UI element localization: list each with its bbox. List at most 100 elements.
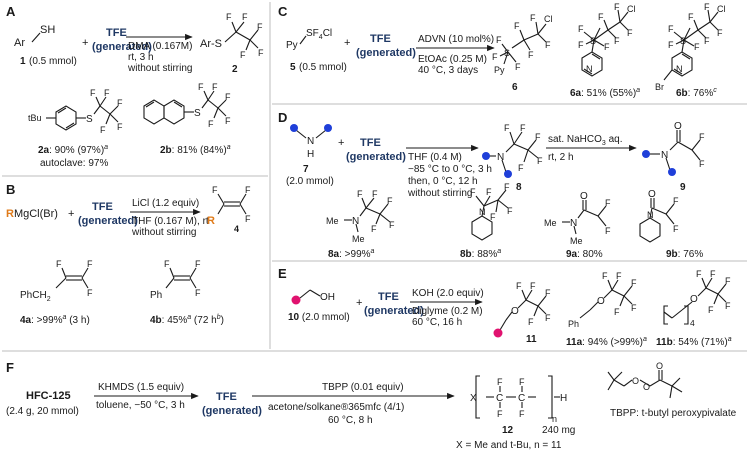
svg-text:F: F bbox=[699, 132, 705, 142]
svg-text:F: F bbox=[497, 377, 503, 387]
svg-text:F: F bbox=[198, 82, 204, 92]
cond-e-1: KOH (2.0 equiv) bbox=[412, 288, 484, 299]
svg-text:N: N bbox=[479, 207, 486, 217]
svg-text:F: F bbox=[614, 307, 620, 317]
plus-b: + bbox=[68, 208, 74, 220]
svg-text:F: F bbox=[492, 52, 498, 62]
svg-text:Cl: Cl bbox=[544, 14, 553, 24]
yield-11a: 11a: 94% (>99%)a bbox=[566, 336, 647, 348]
svg-text:S: S bbox=[590, 36, 596, 46]
product-ars: Ar-S bbox=[200, 38, 222, 50]
svg-text:F: F bbox=[688, 12, 694, 22]
label-phch2: PhCH2 bbox=[20, 290, 51, 303]
svg-text:O: O bbox=[511, 306, 519, 317]
cond-d-5: sat. NaHCO3 aq. bbox=[548, 134, 623, 147]
panel-b: B RMgCl(Br) + TFE (generated) LiCl (1.2 … bbox=[6, 182, 251, 326]
svg-text:n: n bbox=[552, 414, 557, 424]
mass-12: 240 mg bbox=[542, 425, 575, 436]
note-12: X = Me and t-Bu, n = 11 bbox=[456, 440, 562, 451]
svg-text:F: F bbox=[257, 22, 263, 32]
panel-label-a: A bbox=[6, 4, 16, 19]
svg-text:F: F bbox=[104, 88, 110, 98]
panel-label-d: D bbox=[278, 110, 287, 125]
svg-text:F: F bbox=[497, 409, 503, 419]
yield-11b: 11b: 54% (71%)a bbox=[656, 336, 732, 348]
svg-text:H: H bbox=[307, 149, 314, 160]
svg-text:H: H bbox=[560, 393, 567, 404]
plus-e: + bbox=[356, 297, 362, 309]
svg-text:F: F bbox=[725, 301, 731, 311]
svg-text:F: F bbox=[604, 42, 610, 52]
cond-a-2: rt, 3 h bbox=[128, 52, 154, 63]
svg-text:F: F bbox=[212, 82, 218, 92]
reactant-id-1: 1 bbox=[20, 56, 26, 67]
yield-9b: 9b: 76% bbox=[666, 249, 703, 260]
svg-text:N: N bbox=[586, 64, 593, 74]
svg-text:F: F bbox=[87, 288, 93, 298]
svg-text:F: F bbox=[195, 259, 201, 269]
product-id-11: 11 bbox=[526, 334, 537, 345]
svg-text:F: F bbox=[614, 2, 620, 12]
tfe-a: TFE bbox=[106, 27, 127, 39]
svg-text:F: F bbox=[605, 226, 611, 236]
reactant-py: Py bbox=[286, 40, 298, 51]
svg-text:F: F bbox=[507, 206, 513, 216]
svg-text:F: F bbox=[528, 317, 534, 327]
cond-a-3: without stirring bbox=[127, 63, 192, 74]
panel-d: D N H 7 (2.0 mmol) + TFE (generated) THF… bbox=[278, 110, 705, 260]
svg-text:F: F bbox=[225, 92, 231, 102]
yield-2a: 2a: 90% (97%)a bbox=[38, 144, 108, 156]
svg-text:N: N bbox=[661, 150, 668, 161]
svg-text:N: N bbox=[307, 136, 314, 147]
svg-text:C: C bbox=[518, 393, 525, 404]
svg-text:F: F bbox=[704, 2, 710, 12]
svg-text:N: N bbox=[676, 64, 683, 74]
svg-text:F: F bbox=[530, 281, 536, 291]
svg-text:Me: Me bbox=[544, 218, 557, 228]
tbpp-label: TBPP: t-butyl peroxypivalate bbox=[610, 408, 737, 419]
svg-text:F: F bbox=[470, 187, 476, 197]
svg-text:F: F bbox=[486, 187, 492, 197]
reactant-10: 10 (2.0 mmol) bbox=[288, 312, 350, 323]
structure-8b bbox=[471, 189, 509, 241]
generated-e: (generated) bbox=[364, 305, 424, 317]
svg-text:C: C bbox=[496, 393, 503, 404]
yield-6b: 6b: 76%c bbox=[676, 87, 717, 99]
cond-f-5: 60 °C, 8 h bbox=[328, 415, 373, 426]
svg-text:F: F bbox=[699, 159, 705, 169]
svg-text:O: O bbox=[690, 294, 698, 305]
svg-text:F: F bbox=[602, 271, 608, 281]
svg-text:F: F bbox=[704, 36, 710, 46]
pink-dot bbox=[493, 328, 503, 338]
svg-text:F: F bbox=[627, 28, 633, 38]
cond-d-1: THF (0.4 M) bbox=[408, 152, 462, 163]
svg-text:F: F bbox=[535, 132, 541, 142]
svg-text:F: F bbox=[631, 278, 637, 288]
label-sub4: 4 bbox=[690, 318, 695, 328]
svg-text:F: F bbox=[518, 163, 524, 173]
structure-6 bbox=[499, 21, 547, 65]
generated-a: (generated) bbox=[92, 41, 152, 53]
product-id-2: 2 bbox=[232, 64, 238, 75]
cond-c-2: EtOAc (0.25 M) bbox=[418, 54, 487, 65]
structure-6a bbox=[581, 9, 629, 77]
svg-text:N: N bbox=[570, 218, 577, 229]
tfe-d: TFE bbox=[360, 137, 381, 149]
yield-8a: 8a: >99%a bbox=[328, 248, 375, 260]
svg-text:F: F bbox=[357, 189, 363, 199]
plus-c: + bbox=[344, 37, 350, 49]
svg-text:F: F bbox=[710, 269, 716, 279]
svg-text:N: N bbox=[352, 216, 359, 227]
svg-text:Me: Me bbox=[352, 234, 365, 244]
svg-text:F: F bbox=[496, 35, 502, 45]
svg-text:F: F bbox=[519, 377, 525, 387]
svg-text:F: F bbox=[242, 12, 248, 22]
svg-text:F: F bbox=[545, 40, 551, 50]
svg-text:O: O bbox=[656, 361, 663, 371]
svg-text:S: S bbox=[680, 36, 686, 46]
svg-text:F: F bbox=[668, 24, 674, 34]
cond-c-3: 40 °C, 3 days bbox=[418, 65, 478, 76]
svg-text:F: F bbox=[212, 185, 218, 195]
svg-text:OH: OH bbox=[320, 292, 335, 303]
